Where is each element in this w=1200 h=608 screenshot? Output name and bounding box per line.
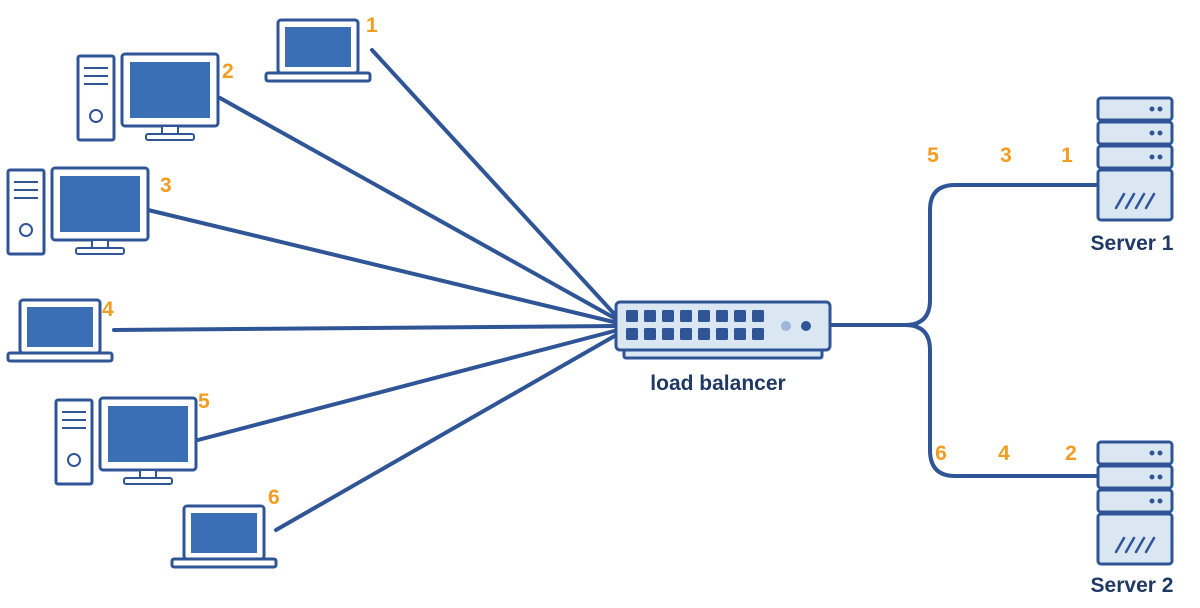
server-icon [1096,440,1174,566]
switch-port-icon [698,310,710,322]
client-2-number: 2 [222,60,234,83]
load-balancer [614,300,832,360]
server-1-sequence-item: 1 [1061,144,1073,167]
switch-port-icon [716,328,728,340]
laptop-icon [6,298,114,363]
switch-port-icon [626,310,638,322]
client-2 [76,52,220,142]
switch-port-icon [662,310,674,322]
client-3-number: 3 [160,174,172,197]
switch-port-icon [680,310,692,322]
switch-ports [626,310,764,340]
switch-led-icon [801,321,811,331]
switch-port-icon [698,328,710,340]
network-switch-icon [614,300,832,360]
server-1 [1096,96,1174,222]
switch-port-icon [680,328,692,340]
switch-port-icon [644,310,656,322]
client-6-number: 6 [268,486,280,509]
switch-port-icon [716,310,728,322]
client-5-number: 5 [198,390,210,413]
load-balancer-label: load balancer [650,372,785,395]
server-1-sequence-item: 5 [927,144,939,167]
server-2-sequence-item: 4 [998,442,1010,465]
client-1 [264,18,372,83]
server-connections [828,183,1098,478]
server-2-label: Server 2 [1091,574,1174,597]
server-1-sequence-item: 3 [1000,144,1012,167]
client-6 [170,504,278,569]
switch-port-icon [644,328,656,340]
client-1-number: 1 [366,14,378,37]
server-1-connection [928,183,1098,302]
client-4-connection [112,324,620,332]
server-1-label: Server 1 [1091,232,1174,255]
desktop-icon [6,166,150,256]
client-6-connection [274,332,620,532]
laptop-icon [170,504,278,569]
client-2-connection [218,96,620,322]
desktop-icon [76,52,220,142]
switch-port-icon [734,310,746,322]
switch-port-icon [626,328,638,340]
server-icon [1096,96,1174,222]
client-connections [112,48,620,532]
server-2-sequence-item: 6 [935,442,947,465]
switch-port-icon [752,310,764,322]
switch-port-icon [734,328,746,340]
client-5-connection [196,328,620,442]
laptop-icon [264,18,372,83]
switch-port-icon [752,328,764,340]
load-balancer-uplink [828,298,932,327]
server-2-connection [903,323,1098,478]
switch-led-icon [781,321,791,331]
server-2 [1096,440,1174,566]
server-2-sequence-item: 2 [1065,442,1077,465]
client-1-connection [370,48,620,320]
client-3-connection [146,208,620,325]
switch-port-icon [662,328,674,340]
client-4-number: 4 [102,298,114,321]
client-4 [6,298,114,363]
desktop-icon [54,396,198,486]
client-5 [54,396,198,486]
client-3 [6,166,150,256]
